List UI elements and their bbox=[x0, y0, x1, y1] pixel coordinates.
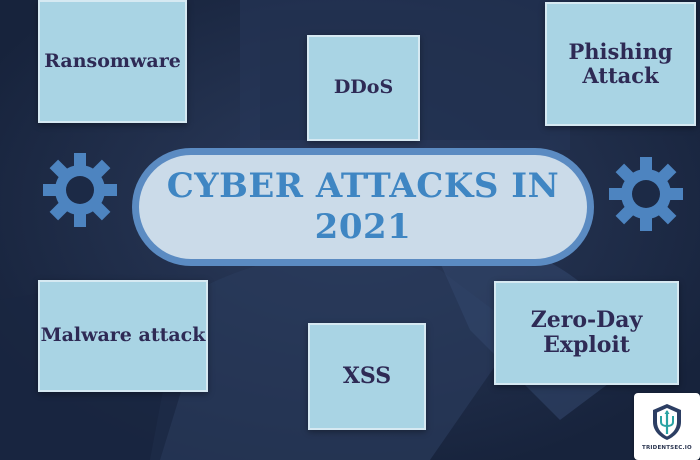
title-line-1: CYBER ATTACKS IN bbox=[166, 165, 560, 206]
logo-text: TRIDENTSEC.IO bbox=[642, 445, 692, 451]
title-line-2: 2021 bbox=[314, 207, 412, 247]
malware-attack-card: Malware attack bbox=[38, 280, 208, 392]
title-banner: CYBER ATTACKS IN 2021 bbox=[132, 148, 594, 266]
left-gear-icon bbox=[43, 153, 117, 227]
ransomware-card: Ransomware bbox=[38, 0, 187, 123]
malware-attack-label: Malware attack bbox=[40, 324, 206, 347]
right-gear-icon bbox=[609, 157, 683, 231]
title-text: CYBER ATTACKS IN 2021 bbox=[139, 155, 587, 259]
trident-shield-icon bbox=[653, 404, 681, 440]
ransomware-label: Ransomware bbox=[44, 49, 181, 72]
ddos-card: DDoS bbox=[307, 35, 420, 141]
xss-card: XSS bbox=[308, 323, 426, 430]
xss-label: XSS bbox=[342, 362, 392, 389]
zero-day-exploit-card: Zero-Day Exploit bbox=[494, 281, 679, 385]
tridentsec-logo: TRIDENTSEC.IO bbox=[634, 393, 700, 460]
phishing-attack-card: Phishing Attack bbox=[545, 2, 696, 126]
phishing-attack-label: Phishing Attack bbox=[568, 38, 673, 88]
zero-day-exploit-label: Zero-Day Exploit bbox=[530, 306, 643, 358]
ddos-label: DDoS bbox=[333, 76, 394, 99]
